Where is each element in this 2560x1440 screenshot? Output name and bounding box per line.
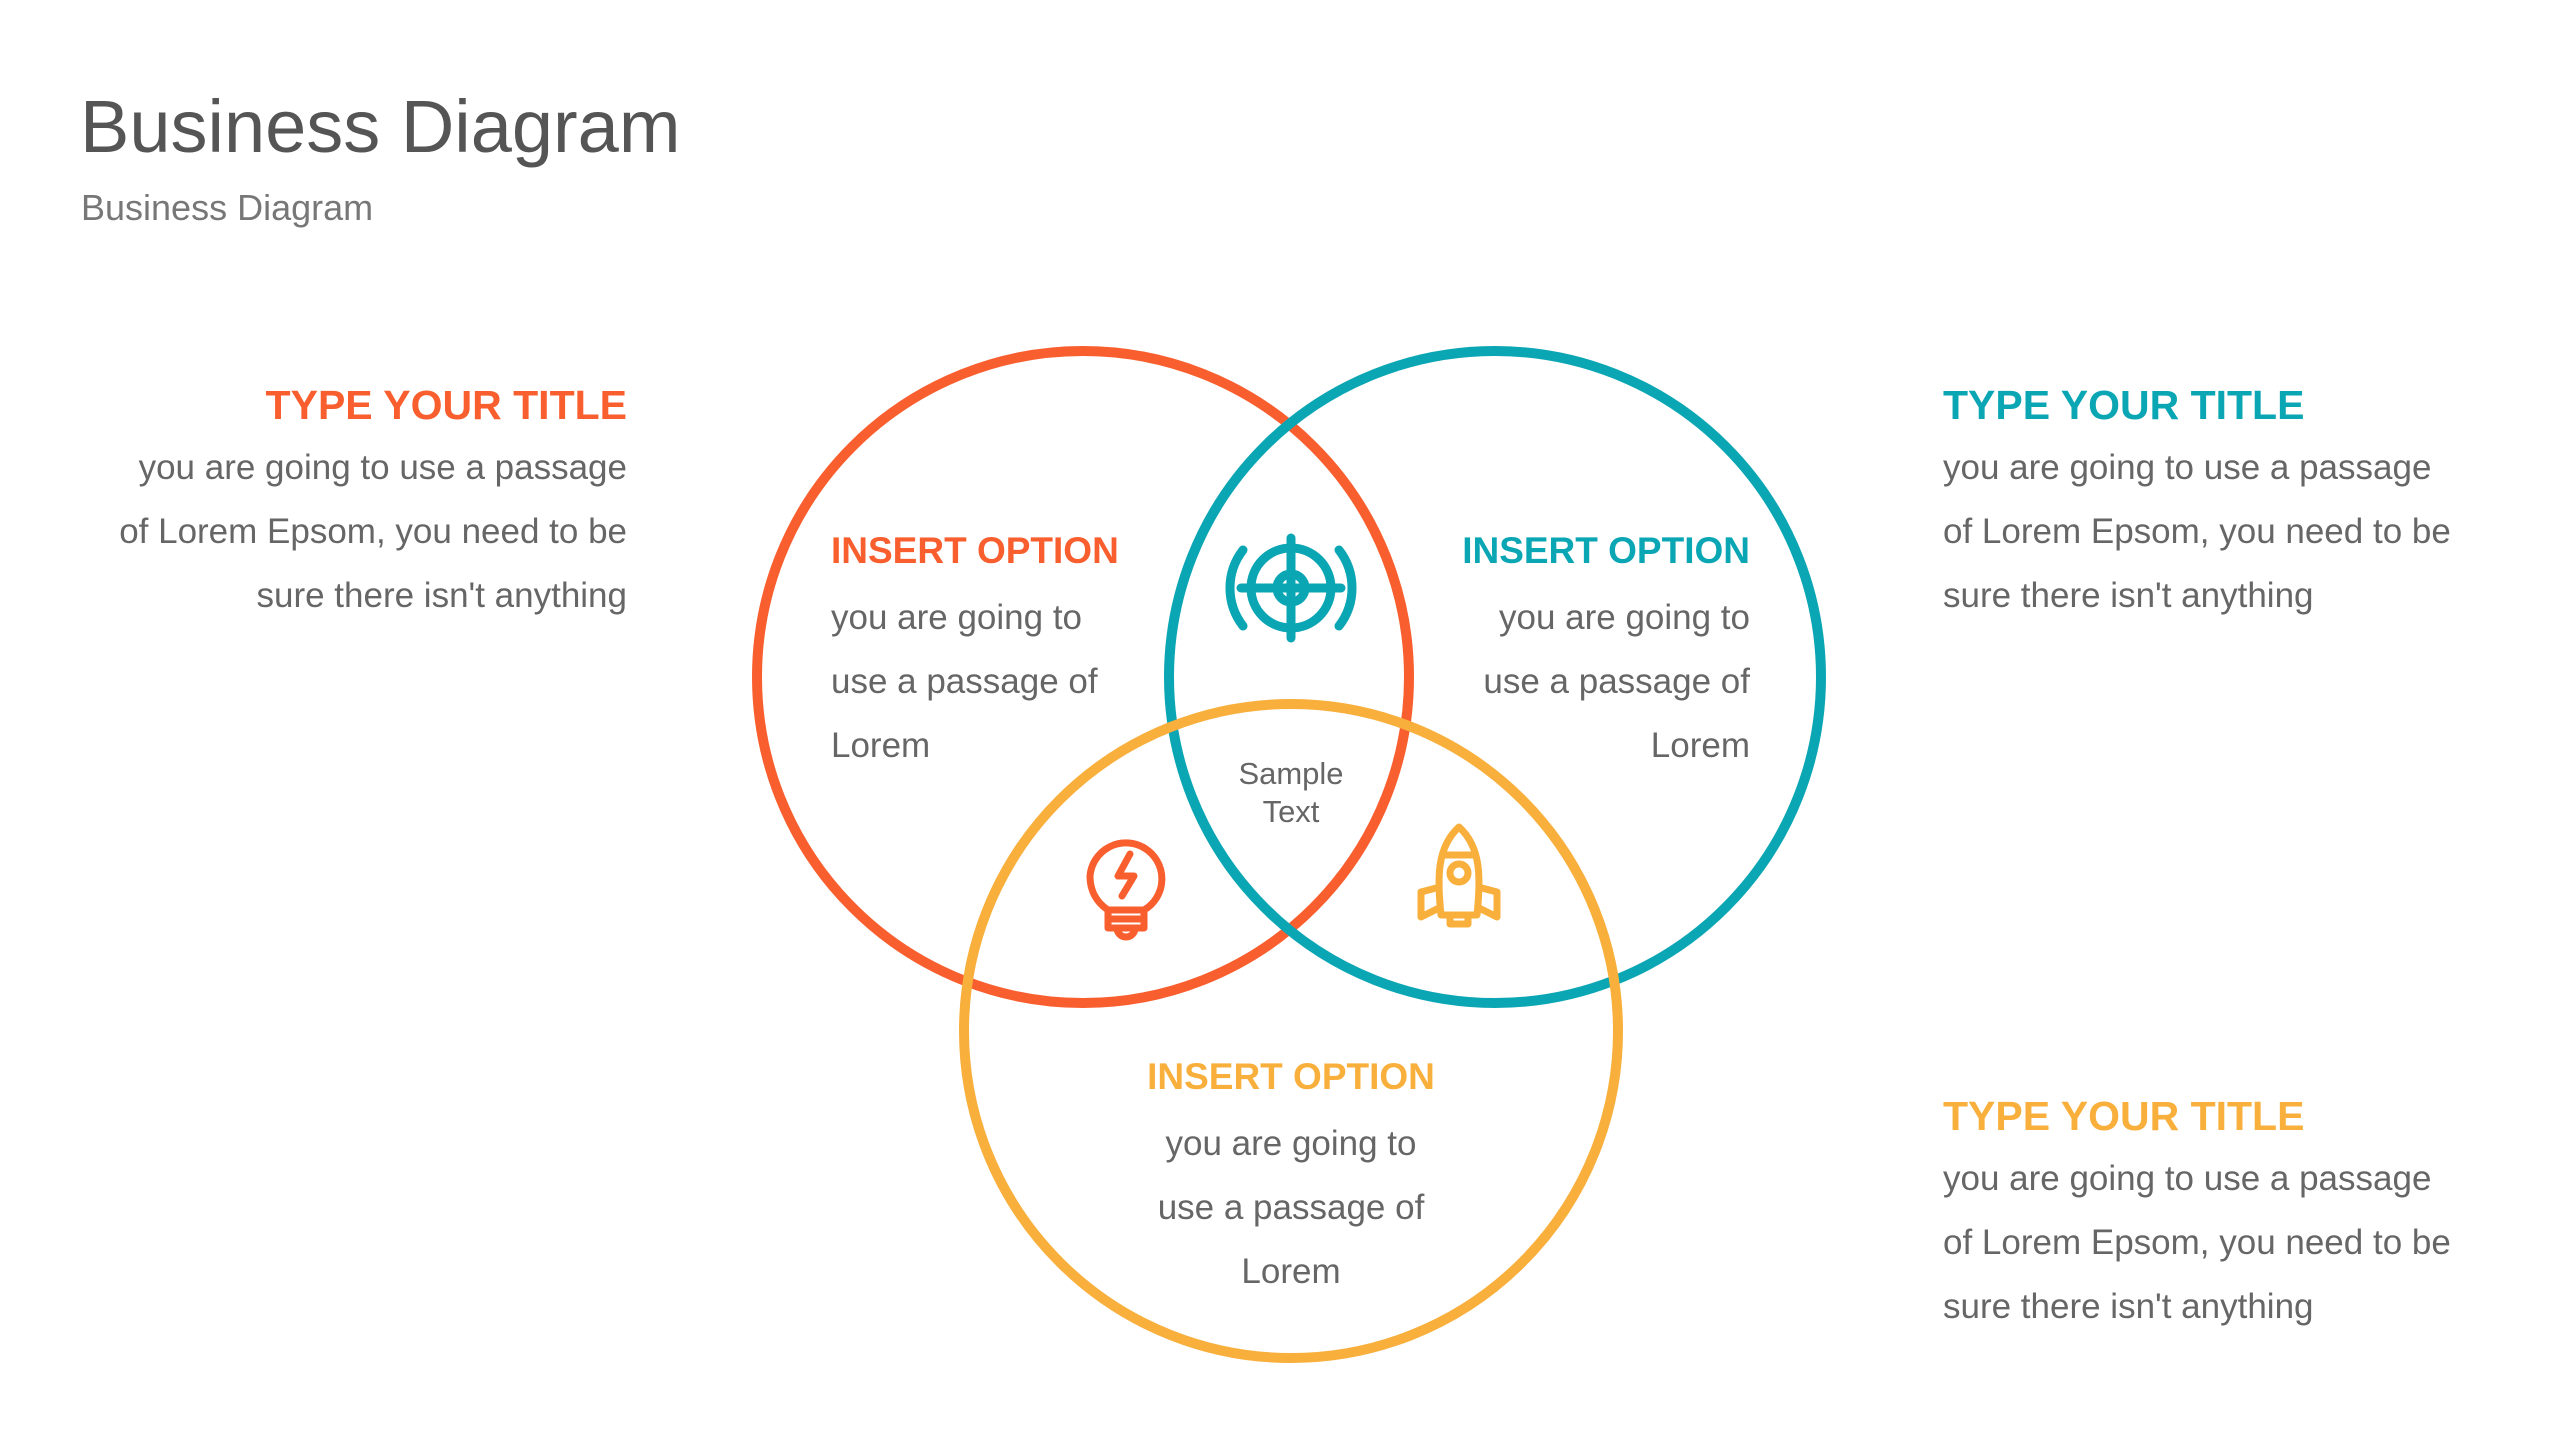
block-line: of Lorem Epsom, you need to be xyxy=(119,512,627,551)
option-title: INSERT OPTION xyxy=(1462,530,1750,571)
block-line: sure there isn't anything xyxy=(1943,576,2314,615)
block-line: of Lorem Epsom, you need to be xyxy=(1943,1223,2451,1262)
page-title: Business Diagram xyxy=(80,85,681,168)
option-line: use a passage of xyxy=(831,662,1098,701)
option-line: use a passage of xyxy=(1483,662,1750,701)
left-text-block: TYPE YOUR TITLE you are going to use a p… xyxy=(119,377,627,628)
block-line: of Lorem Epsom, you need to be xyxy=(1943,512,2451,551)
rocket-icon xyxy=(1417,823,1501,928)
block-line: you are going to use a passage xyxy=(138,448,627,487)
teal-circle xyxy=(1164,346,1826,1008)
block-title: TYPE YOUR TITLE xyxy=(1943,382,2305,428)
right-bottom-text-block: TYPE YOUR TITLE you are going to use a p… xyxy=(1943,1088,2451,1339)
block-line: you are going to use a passage xyxy=(1943,448,2432,487)
page-subtitle: Business Diagram xyxy=(81,187,374,228)
option-title: INSERT OPTION xyxy=(1147,1056,1435,1097)
center-line: Sample xyxy=(1238,756,1344,791)
block-line: sure there isn't anything xyxy=(1943,1287,2314,1326)
option-line: Lorem xyxy=(1241,1252,1341,1291)
option-line: Lorem xyxy=(1650,726,1750,765)
yellow-circle-text: INSERT OPTION you are going to use a pas… xyxy=(1091,1051,1491,1304)
center-sample-text: Sample Text xyxy=(1191,755,1391,831)
option-line: you are going to xyxy=(831,598,1083,637)
lightbulb-icon xyxy=(1086,839,1166,941)
teal-circle-text: INSERT OPTION you are going to use a pas… xyxy=(1462,525,1750,778)
option-line: use a passage of xyxy=(1157,1188,1425,1227)
right-top-text-block: TYPE YOUR TITLE you are going to use a p… xyxy=(1943,377,2451,628)
yellow-circle xyxy=(959,699,1623,1363)
center-line: Text xyxy=(1262,794,1320,829)
block-line: you are going to use a passage xyxy=(1943,1159,2432,1198)
option-title: INSERT OPTION xyxy=(831,530,1119,571)
option-line: you are going to xyxy=(1498,598,1750,637)
target-icon xyxy=(1225,533,1357,643)
orange-circle-text: INSERT OPTION you are going to use a pas… xyxy=(831,525,1119,778)
block-title: TYPE YOUR TITLE xyxy=(1943,1093,2305,1139)
option-line: you are going to xyxy=(1165,1124,1417,1163)
block-line: sure there isn't anything xyxy=(256,576,627,615)
option-line: Lorem xyxy=(831,726,931,765)
orange-circle xyxy=(752,346,1414,1008)
block-title: TYPE YOUR TITLE xyxy=(265,382,627,428)
